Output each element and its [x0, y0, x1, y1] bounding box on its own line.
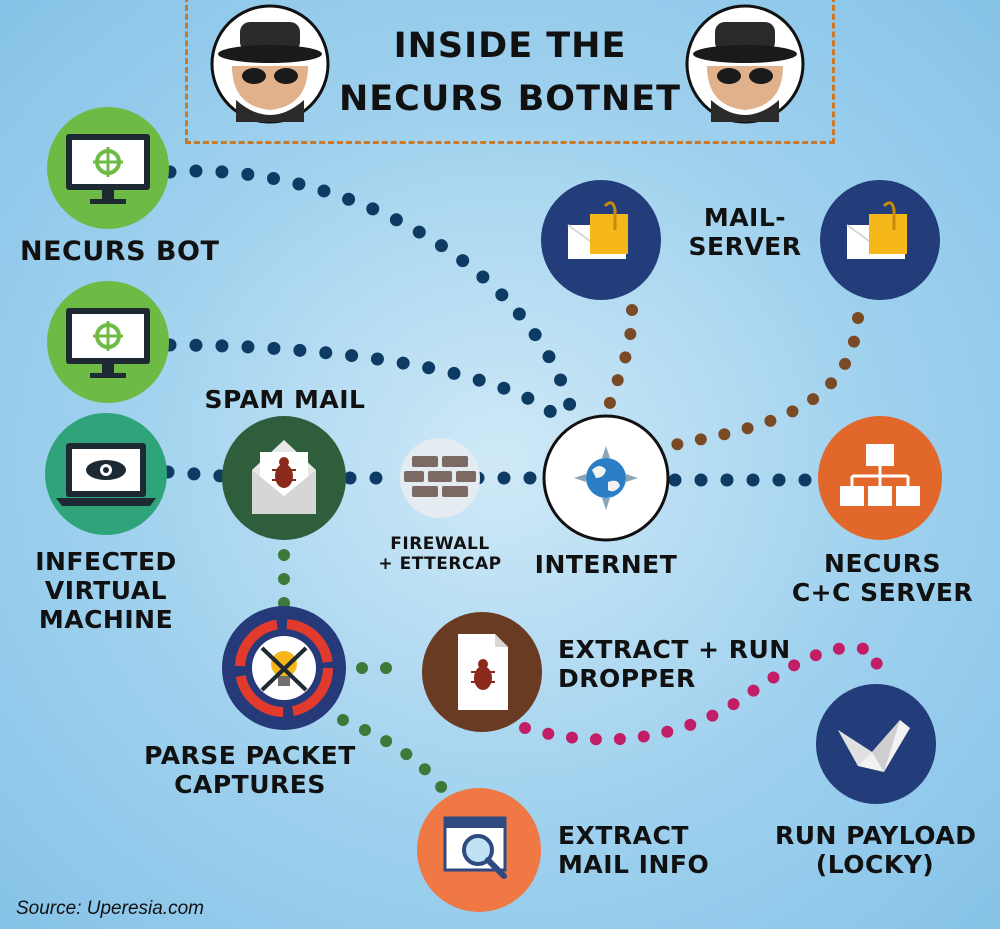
- infected-vm-label-1: INFECTED: [35, 547, 177, 576]
- cc-server-label-1: NECURS: [824, 549, 941, 578]
- document-magnifier-icon: [443, 816, 507, 879]
- dropper-label-2: DROPPER: [558, 663, 696, 693]
- origami-crane-icon: [838, 720, 910, 772]
- dropper-node: [422, 612, 542, 732]
- brick-wall-icon: [404, 456, 476, 497]
- connection-mail1-internet: [602, 304, 638, 418]
- connection-parse-mailinfo: [337, 714, 448, 794]
- spy-icon: [685, 4, 805, 124]
- infected-vm-label: INFECTED VIRTUAL MACHINE: [20, 547, 192, 634]
- dropper-label-1: EXTRACT + RUN: [558, 635, 791, 664]
- cc-server-label: NECURS C+C SERVER: [780, 549, 985, 608]
- infected-vm-label-3: MACHINE: [38, 604, 174, 634]
- mail-server-label-1: MAIL-: [703, 203, 787, 232]
- title-line-1: INSIDE THE: [393, 26, 627, 66]
- spam-mail-node: [222, 416, 346, 540]
- page-title: INSIDE THE NECURS BOTNET: [290, 20, 730, 125]
- document-bug-icon: [458, 634, 508, 710]
- firewall-label: FIREWALL + ETTERCAP: [368, 534, 512, 574]
- mail-info-label-2: MAIL INFO: [558, 849, 710, 879]
- mail-server-node-1: [541, 180, 661, 300]
- title-line-2: NECURS BOTNET: [338, 78, 682, 119]
- connection-mail2-internet: [654, 312, 864, 454]
- monitor-crosshair-icon: [66, 134, 150, 204]
- firewall-label-1: FIREWALL: [390, 534, 490, 554]
- payload-label: RUN PAYLOAD (LOCKY): [775, 821, 977, 880]
- mail-server-node-2: [820, 180, 940, 300]
- dropper-label: EXTRACT + RUN DROPPER: [558, 635, 791, 694]
- payload-node: [816, 684, 936, 804]
- internet-label: INTERNET: [534, 550, 678, 579]
- connections: [161, 164, 884, 794]
- globe-icon: [574, 446, 638, 510]
- envelope-bug-icon: [252, 440, 316, 514]
- mailbox-icon: [846, 201, 907, 259]
- lightbulb-target-icon: [235, 619, 333, 717]
- connection-vm-spam: [161, 465, 229, 483]
- firewall-label-2: + ETTERCAP: [378, 553, 502, 574]
- internet-node: [542, 414, 670, 542]
- parse-captures-label-1: PARSE PACKET: [144, 741, 356, 770]
- mail-info-label: EXTRACT MAIL INFO: [558, 821, 738, 880]
- necurs-bot-node: [47, 107, 169, 229]
- payload-label-1: RUN PAYLOAD: [775, 821, 977, 850]
- parse-captures-label: PARSE PACKET CAPTURES: [140, 741, 360, 800]
- necurs-bot-label: NECURS BOT: [20, 236, 220, 267]
- payload-label-2: (LOCKY): [815, 849, 935, 879]
- connection-bot-internet: [163, 164, 582, 432]
- mailbox-icon: [567, 201, 628, 259]
- spam-mail-label: SPAM MAIL: [204, 385, 366, 414]
- monitor-crosshair-icon: [66, 308, 150, 378]
- infected-vm-node: [45, 413, 167, 535]
- firewall-node: [400, 438, 480, 518]
- laptop-eye-icon: [56, 443, 156, 506]
- network-hierarchy-icon: [840, 444, 920, 506]
- parse-captures-node: [222, 606, 346, 730]
- parse-captures-label-2: CAPTURES: [174, 769, 326, 799]
- spy-icon: [210, 4, 330, 124]
- mail-server-label: MAIL- SERVER: [680, 203, 810, 262]
- mail-info-label-1: EXTRACT: [558, 821, 689, 850]
- cc-server-node: [818, 416, 942, 540]
- source-credit: Source: Uperesia.com: [16, 898, 204, 919]
- mail-server-label-2: SERVER: [688, 231, 802, 261]
- infected-vm-label-2: VIRTUAL: [44, 575, 168, 605]
- mail-info-node: [417, 788, 541, 912]
- necurs-bot-node-2: [47, 281, 169, 403]
- title-box: [185, 0, 835, 144]
- cc-server-label-2: C+C SERVER: [791, 577, 974, 607]
